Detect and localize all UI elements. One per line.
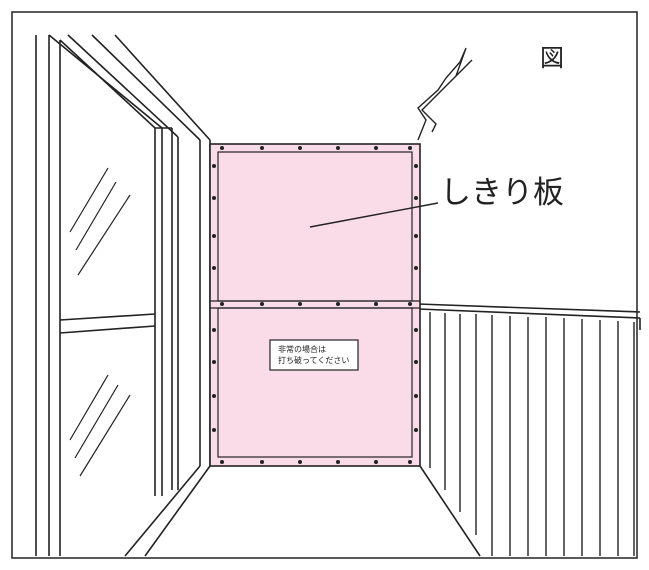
partition-lower-panel <box>217 307 413 458</box>
rivet <box>374 302 378 306</box>
emergency-notice: 非常の場合は 打ち破ってください <box>269 339 359 371</box>
partition-board <box>209 143 421 467</box>
rivet <box>408 146 412 150</box>
rivet <box>260 460 264 464</box>
rivet <box>220 460 224 464</box>
rivet <box>212 394 216 398</box>
notice-line-2: 打ち破ってください <box>278 355 349 365</box>
rivet <box>298 146 302 150</box>
railing-balusters <box>429 312 635 556</box>
notice-line-1: 非常の場合は <box>278 344 326 354</box>
rivet <box>408 302 412 306</box>
rivet <box>414 394 418 398</box>
balcony-floor <box>124 465 481 557</box>
rivet <box>408 460 412 464</box>
rivet <box>414 234 418 238</box>
rivet <box>336 460 340 464</box>
rivet <box>336 146 340 150</box>
callout-label: しきり板 <box>440 175 564 211</box>
rivet <box>414 164 418 168</box>
rivet <box>374 146 378 150</box>
rivet <box>212 196 216 200</box>
rivet <box>298 460 302 464</box>
ceiling-break-line <box>417 47 473 141</box>
rivet <box>414 428 418 432</box>
rivet <box>260 302 264 306</box>
rivet <box>414 360 418 364</box>
partition-rivets <box>212 146 418 464</box>
rivet <box>212 328 216 332</box>
rivet <box>212 360 216 364</box>
rivet <box>260 146 264 150</box>
rivet <box>414 328 418 332</box>
rivet <box>212 266 216 270</box>
rivet <box>220 146 224 150</box>
figure-label: 図 <box>540 44 564 72</box>
left-window-frame <box>35 34 211 556</box>
glass-reflection <box>69 167 131 477</box>
rivet <box>212 164 216 168</box>
rivet <box>212 428 216 432</box>
rivet <box>212 234 216 238</box>
rivet <box>414 266 418 270</box>
rivet <box>336 302 340 306</box>
rivet <box>414 196 418 200</box>
rivet <box>374 460 378 464</box>
callout-leader-line <box>309 202 439 228</box>
rivet <box>298 302 302 306</box>
rivet <box>220 302 224 306</box>
